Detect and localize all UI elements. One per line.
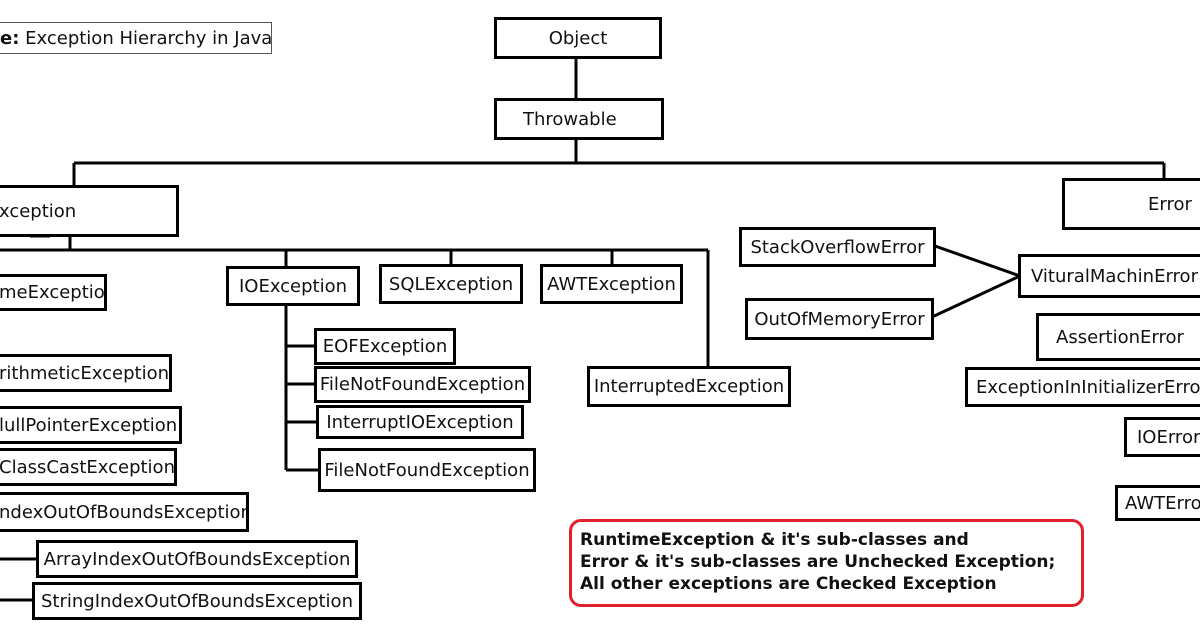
node-file-not-found-exception-2: FileNotFoundException	[318, 448, 536, 492]
node-out-of-memory-error: OutOfMemoryError	[745, 298, 934, 340]
figure-caption: e: Exception Hierarchy in Java	[0, 22, 272, 54]
node-runtime-exception: meException	[0, 274, 107, 311]
node-array-index-out-of-bounds-exception: ArrayIndexOutOfBoundsException	[36, 540, 358, 578]
node-arithmetic-exception: rithmeticException	[0, 354, 172, 392]
node-awt-exception: AWTException	[540, 264, 683, 304]
node-object: Object	[494, 17, 662, 59]
node-sql-exception: SQLException	[379, 264, 523, 304]
node-eof-exception: EOFException	[314, 328, 456, 365]
node-index-out-of-bounds-exception: ndexOutOfBoundsException	[0, 492, 249, 532]
node-exception-in-initializer-error: ExceptionInInitializerErro	[965, 367, 1200, 407]
node-interrupted-exception: InterruptedException	[587, 366, 791, 407]
node-assertion-error: AssertionError	[1036, 313, 1200, 361]
note-line-3: All other exceptions are Checked Excepti…	[580, 574, 997, 594]
node-error: Error	[1062, 178, 1200, 230]
caption-text: Exception Hierarchy in Java	[25, 27, 272, 49]
node-null-pointer-exception: lullPointerException	[0, 406, 182, 444]
node-class-cast-exception: ClassCastException	[0, 448, 177, 486]
checked-unchecked-note: RuntimeException & it's sub-classes and …	[569, 519, 1084, 607]
node-io-error: IOError	[1124, 417, 1200, 457]
note-line-1: RuntimeException & it's sub-classes and	[580, 530, 969, 550]
node-awt-error: AWTErro	[1115, 485, 1200, 521]
node-stack-overflow-error: StackOverflowError	[739, 227, 936, 267]
node-virtual-machine-error: VituralMachinError	[1018, 254, 1200, 298]
caption-prefix: e:	[0, 27, 20, 49]
note-line-2: Error & it's sub-classes are Unchecked E…	[580, 552, 1056, 572]
node-io-exception: IOException	[226, 266, 360, 306]
node-exception: xception	[0, 185, 179, 237]
node-interrupt-io-exception: InterruptIOException	[316, 405, 524, 439]
node-string-index-out-of-bounds-exception: StringIndexOutOfBoundsException	[32, 582, 362, 620]
connector-outofmemory-vm	[931, 274, 1021, 319]
node-throwable: Throwable	[494, 98, 664, 140]
connector-stackoverflow-vm	[934, 244, 1021, 278]
node-file-not-found-exception-1: FileNotFoundException	[314, 366, 531, 403]
